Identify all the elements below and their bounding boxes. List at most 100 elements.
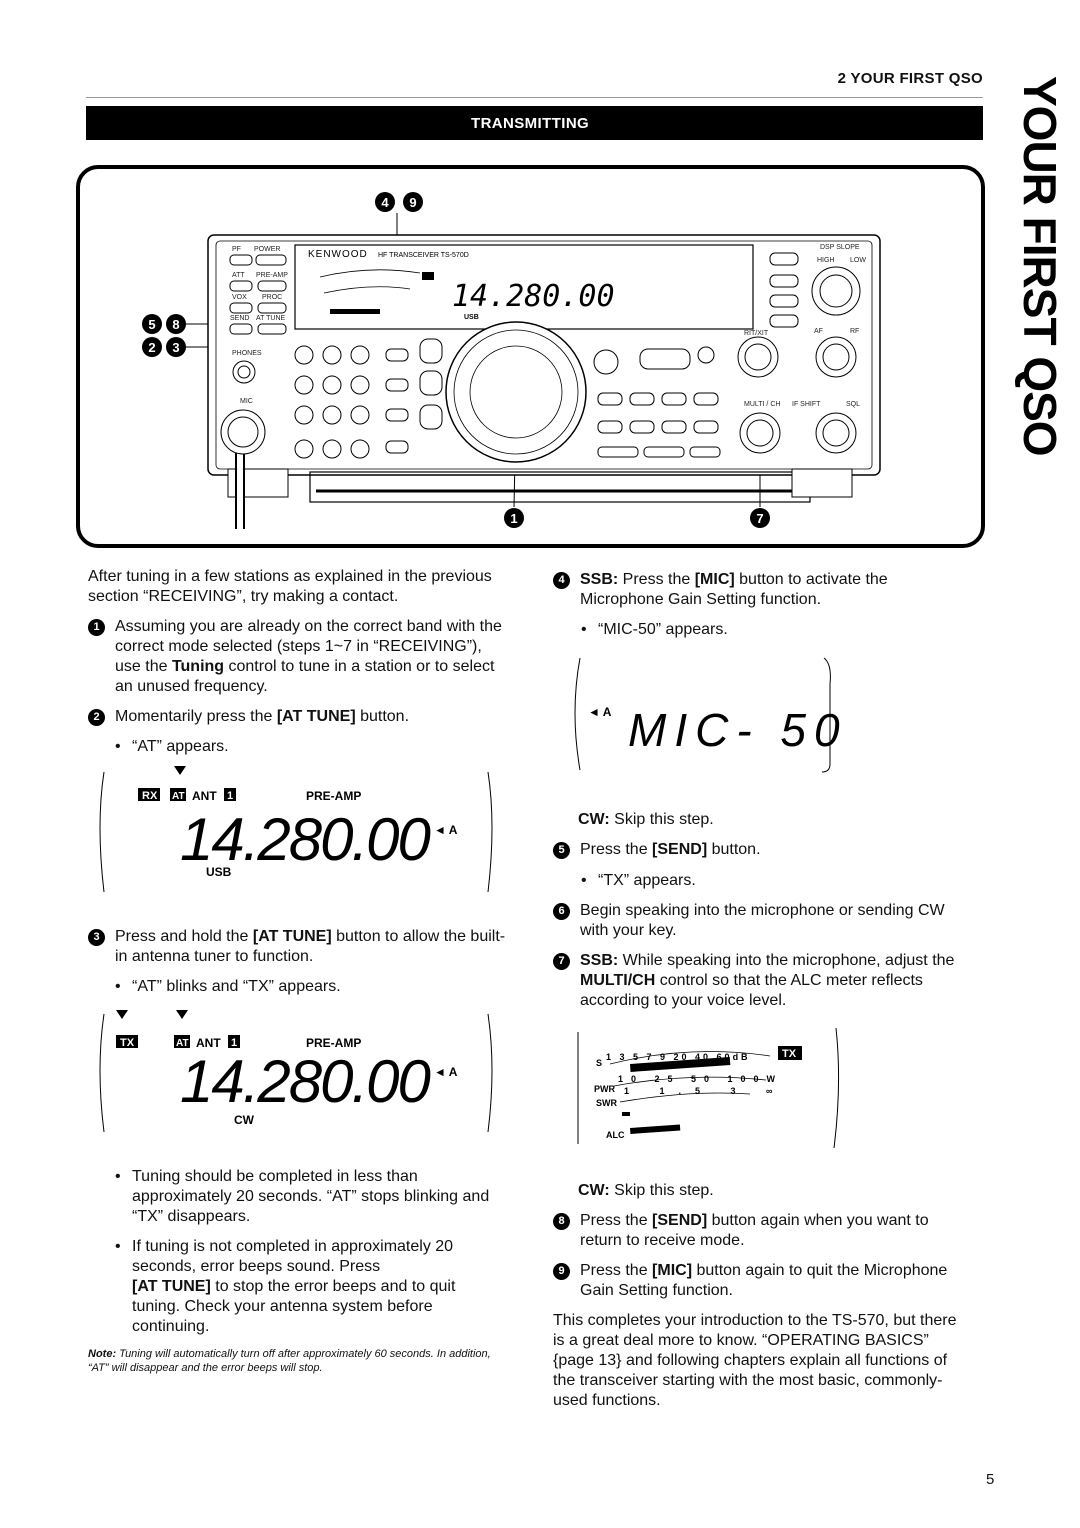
svg-text:HF TRANSCEIVER TS-570D: HF TRANSCEIVER TS-570D [378, 252, 469, 259]
svg-text:7: 7 [756, 511, 763, 526]
step-5-bullet: “TX” appears. [578, 871, 968, 891]
svg-text:CW: CW [234, 1113, 255, 1127]
step-4-bullet: “MIC-50” appears. [578, 620, 968, 640]
step-2-text: Momentarily press the [115, 708, 277, 725]
svg-text:1 1.5 3 ∞: 1 1.5 3 ∞ [624, 1086, 786, 1096]
s-meter-display: S 1 3 5 7 9 20 40 60dB PWR 10 25 50 100W… [577, 1027, 840, 1149]
step-4-text: Press the [618, 571, 695, 588]
svg-text:5: 5 [148, 317, 155, 332]
svg-text:DSP SLOPE: DSP SLOPE [820, 244, 860, 251]
lcd-display-tx: TX AT ANT 1 PRE-AMP 14.280.00 ◄ A CW [99, 1010, 493, 1133]
step-1-text-end: control to tune in a station or to selec… [115, 658, 495, 695]
section-title: TRANSMITTING [471, 115, 590, 132]
step-4-bold: [MIC] [694, 571, 735, 588]
svg-text:HIGH: HIGH [817, 257, 835, 264]
note-text: Tuning will automatically turn off after… [88, 1348, 491, 1374]
step-2-bold: [AT TUNE] [276, 708, 356, 725]
step-4-mode: SSB: [580, 571, 619, 588]
transceiver-illustration: 4 9 5 8 2 3 1 7 PF POWER ATT PRE-AMP VOX PROC S… [142, 192, 881, 529]
step-5-text: Press the [580, 841, 653, 858]
svg-text:PRE-AMP: PRE-AMP [306, 1036, 361, 1050]
step-number-icon: 6 [553, 903, 570, 920]
step-8-text: Press the [580, 1212, 653, 1229]
error-beep-text: If tuning is not completed in approximat… [132, 1238, 454, 1275]
step-2-bullet: “AT” appears. [112, 737, 502, 757]
step-7-text: While speaking into the microphone, adju… [618, 952, 955, 969]
svg-text:VOX: VOX [232, 294, 247, 301]
svg-text:PWR: PWR [594, 1084, 615, 1094]
svg-text:MULTI / CH: MULTI / CH [744, 401, 780, 408]
side-tab-label: YOUR FIRST QSO [1014, 76, 1066, 456]
svg-text:ANT: ANT [196, 1036, 221, 1050]
svg-text:IF SHIFT: IF SHIFT [792, 401, 821, 408]
step-3-text-end: button to allow the built-in antenna tun… [115, 928, 506, 965]
transceiver-figure: 4 9 5 8 2 3 1 7 PF POWER ATT PRE-AMP VOX PROC S… [76, 165, 985, 548]
svg-text:PROC: PROC [262, 294, 282, 301]
svg-text:14.280.00: 14.280.00 [452, 279, 615, 314]
svg-text:USB: USB [206, 865, 232, 879]
step-6: 6 Begin speaking into the microphone or … [553, 901, 971, 941]
svg-text:MIC- 50: MIC- 50 [628, 704, 848, 756]
svg-text:S: S [596, 1058, 602, 1068]
tuning-time-bullet: Tuning should be completed in less than … [112, 1167, 506, 1227]
svg-text:10 25 50 100W: 10 25 50 100W [618, 1074, 783, 1084]
svg-text:3: 3 [172, 340, 179, 355]
svg-text:1: 1 [227, 790, 233, 802]
svg-text:PF: PF [232, 246, 241, 253]
svg-text:8: 8 [172, 317, 179, 332]
lcd-display-mic: ◄ A MIC- 50 [574, 657, 840, 773]
step-7-bold: MULTI/CH [580, 972, 656, 989]
svg-text:PRE-AMP: PRE-AMP [256, 272, 288, 279]
step-7-mode: SSB: [580, 952, 619, 969]
svg-text:SQL: SQL [846, 401, 860, 408]
step-8-bold: [SEND] [652, 1212, 708, 1229]
step-number-icon: 7 [553, 953, 570, 970]
svg-text:◄ A: ◄ A [434, 823, 458, 837]
cw-text: Skip this step. [609, 811, 714, 828]
step-9-bold: [MIC] [652, 1262, 693, 1279]
cw-text: Skip this step. [609, 1182, 714, 1199]
svg-text:PRE-AMP: PRE-AMP [306, 789, 361, 803]
step-1-bold: Tuning [171, 658, 225, 675]
step-5-text-end: button. [707, 841, 761, 858]
svg-text:◄ A: ◄ A [434, 1065, 458, 1079]
svg-text:9: 9 [409, 195, 416, 210]
svg-text:1: 1 [510, 511, 517, 526]
step-number-icon: 3 [88, 929, 105, 946]
step-2: 2 Momentarily press the [AT TUNE] button… [88, 707, 506, 727]
step-number-icon: 1 [88, 619, 105, 636]
svg-text:4: 4 [381, 195, 389, 210]
svg-text:MIC: MIC [240, 398, 253, 405]
page-number: 5 [986, 1471, 995, 1488]
lcd-display-at: RX AT ANT 1 PRE-AMP 14.280.00 ◄ A USB [99, 766, 493, 893]
step-number-icon: 8 [553, 1213, 570, 1230]
svg-text:AT: AT [176, 1038, 189, 1049]
svg-text:SEND: SEND [230, 315, 249, 322]
chapter-heading: 2 YOUR FIRST QSO [837, 70, 983, 87]
step-9-text: Press the [580, 1262, 653, 1279]
side-tab: YOUR FIRST QSO [1000, 0, 1080, 1528]
svg-text:RX: RX [142, 790, 158, 802]
section-bar: TRANSMITTING [86, 106, 983, 140]
step-5: 5 Press the [SEND] button. [553, 840, 971, 860]
svg-text:ATT: ATT [232, 272, 245, 279]
svg-text:2: 2 [148, 340, 155, 355]
svg-text:14.280.00: 14.280.00 [180, 1048, 431, 1115]
svg-text:AF: AF [814, 328, 823, 335]
cw-skip-1: CW: Skip this step. [578, 810, 968, 830]
svg-text:POWER: POWER [254, 246, 280, 253]
cw-label: CW: [578, 1182, 610, 1199]
svg-text:1: 1 [231, 1037, 237, 1049]
svg-text:KENWOOD: KENWOOD [308, 249, 368, 260]
note: Note: Tuning will automatically turn off… [88, 1347, 502, 1375]
note-label: Note: [88, 1348, 117, 1360]
step-number-icon: 9 [553, 1263, 570, 1280]
cw-skip-2: CW: Skip this step. [578, 1181, 968, 1201]
step-9: 9 Press the [MIC] button again to quit t… [553, 1261, 971, 1301]
step-1: 1 Assuming you are already on the correc… [88, 617, 506, 697]
step-8: 8 Press the [SEND] button again when you… [553, 1211, 971, 1251]
step-3: 3 Press and hold the [AT TUNE] button to… [88, 927, 506, 967]
svg-text:TX: TX [782, 1048, 797, 1060]
svg-text:RF: RF [850, 328, 859, 335]
error-beep-bullet: If tuning is not completed in approximat… [112, 1237, 506, 1337]
